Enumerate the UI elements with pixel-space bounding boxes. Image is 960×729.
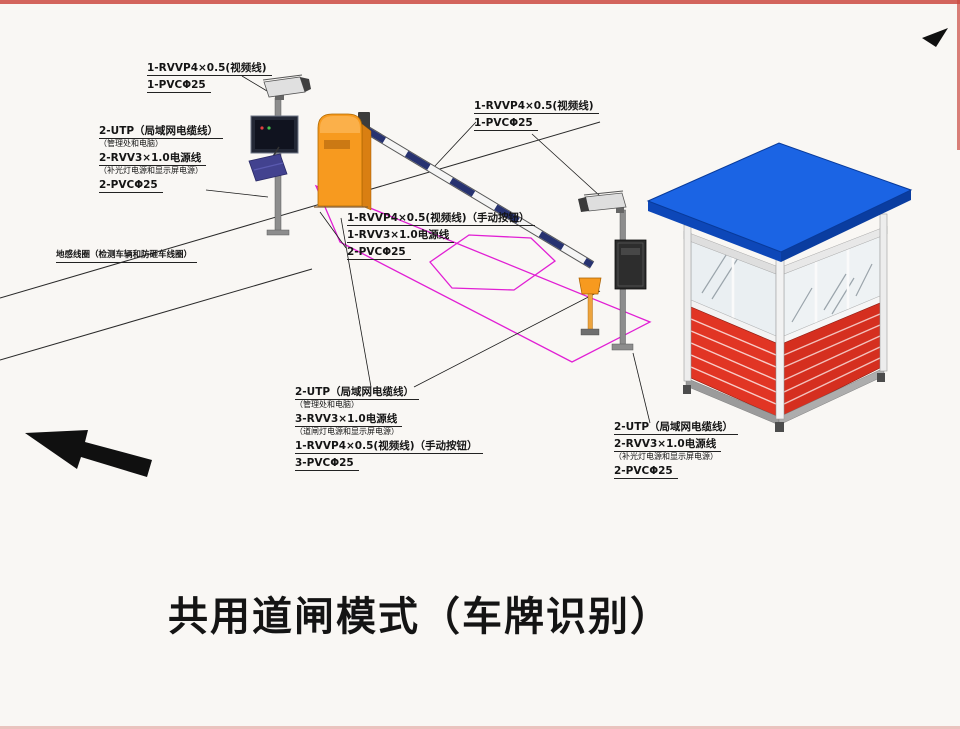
road-line-lower	[0, 268, 313, 361]
led-dot-red	[260, 126, 264, 130]
barrier-arm-stripes	[360, 124, 594, 268]
cable-label-line: 1-PVCΦ25	[147, 79, 211, 94]
leader-barrier	[319, 211, 347, 249]
glass-reflections	[701, 251, 873, 323]
label-pole1-cables: 2-UTP（局域网电缆线） （管理处和电脑） 2-RVV3×1.0电源线 （补光…	[99, 125, 224, 196]
cable-label-line: 1-RVVP4×0.5(视频线)（手动按钮）	[347, 212, 535, 227]
cable-label-note: （管理处和电脑）	[295, 400, 359, 410]
photo-edge-artifact-top	[0, 0, 960, 4]
photo-edge-artifact-bottom	[0, 726, 960, 729]
label-ground-loop: 地感线圈（检测车辆和防砸车线圈）	[56, 250, 198, 266]
cable-label-line: 2-RVV3×1.0电源线	[99, 152, 207, 166]
cable-label-line: 2-UTP（局域网电缆线）	[99, 125, 224, 140]
leader-arm	[433, 121, 477, 168]
roof-fascia-right	[781, 190, 911, 262]
guard-booth	[646, 142, 913, 432]
cable-label-note: （补光灯电源和显示屏电源）	[614, 452, 718, 462]
window-mullions	[731, 247, 850, 323]
control-box-slot	[621, 248, 640, 255]
roof-top	[646, 142, 913, 253]
floodlight-detail	[253, 162, 284, 171]
road-line-upper	[0, 121, 601, 299]
pole2-base	[611, 343, 634, 351]
booth-post-right	[879, 213, 888, 372]
leader-machine	[340, 217, 372, 388]
indicator-light-pole	[587, 293, 593, 331]
cable-label-line: 2-RVV3×1.0电源线	[614, 438, 722, 453]
cable-label-line: 2-PVCΦ25	[347, 246, 411, 261]
cable-label-note: （管理处和电脑）	[99, 139, 163, 149]
camera1-mount	[275, 94, 284, 100]
lane-area-outline	[314, 184, 652, 363]
diagram-title: 共用道闸模式（车牌识别）	[168, 594, 672, 640]
leader-controlbox	[413, 290, 601, 388]
led-dot-green	[267, 126, 271, 130]
cable-label-line: 1-RVVP4×0.5(视频线)	[147, 62, 272, 77]
cable-label-line: 3-PVCΦ25	[295, 457, 359, 471]
cable-label-line: 2-UTP（局域网电缆线）	[295, 386, 420, 401]
pole1-base	[266, 229, 290, 236]
cable-label-line: 1-RVVP4×0.5(视频线)（手动按钮）	[295, 440, 483, 454]
label-pole2-cables: 2-UTP（局域网电缆线） 2-RVV3×1.0电源线 （补光灯电源和显示屏电源…	[614, 421, 739, 482]
label-barrier-cables: 1-RVVP4×0.5(视频线)（手动按钮） 1-RVV3×1.0电源线 2-P…	[347, 212, 535, 263]
gate-body-side	[361, 123, 372, 211]
control-box-frame	[617, 242, 644, 287]
wall-stripes-right	[783, 313, 881, 405]
leader-pole1	[205, 189, 269, 198]
label-booth-to-barrier-cables: 2-UTP（局域网电缆线） （管理处和电脑） 3-RVV3×1.0电源线 （道闸…	[295, 386, 483, 474]
booth-foot	[877, 373, 885, 382]
gate-cap	[320, 116, 360, 133]
cable-label-line: 2-UTP（局域网电缆线）	[614, 421, 739, 436]
ground-loop-coil	[429, 234, 557, 291]
wall-stripes-left	[690, 318, 777, 405]
cable-label-line: 1-PVCΦ25	[474, 117, 538, 132]
gate-body	[317, 113, 363, 207]
camera2-mount	[616, 207, 624, 213]
photo-edge-artifact-right	[957, 0, 960, 150]
road-lines	[0, 121, 601, 361]
barrier-gate	[314, 112, 595, 269]
cable-label-line: 3-RVV3×1.0电源线	[295, 413, 403, 427]
camera1-shield	[262, 74, 303, 81]
camera-pole-2	[578, 190, 647, 351]
indicator-light-head	[578, 277, 602, 295]
camera2-shield	[583, 190, 624, 196]
indicator-light-base	[580, 328, 600, 336]
booth-foot	[775, 422, 784, 432]
booth-foot	[683, 385, 691, 394]
cable-label-note: （道闸灯电源和显示屏电源）	[295, 426, 399, 436]
booth-post-middle	[775, 257, 785, 420]
cable-label-line: 2-PVCΦ25	[614, 465, 678, 479]
cable-label-note: （补光灯电源和显示屏电源）	[99, 165, 203, 175]
floodlight-icon	[248, 153, 288, 182]
ground-loop-label: 地感线圈（检测车辆和防砸车线圈）	[56, 250, 198, 263]
booth-post-left	[683, 224, 692, 382]
cable-label-line: 1-RVV3×1.0电源线	[347, 229, 455, 244]
cable-label-line: 2-PVCΦ25	[99, 179, 163, 193]
label-camera2-cables: 1-RVVP4×0.5(视频线) 1-PVCΦ25	[474, 100, 599, 134]
leader-pole2	[632, 352, 651, 424]
camera2-lens	[578, 197, 589, 212]
label-camera1-cables: 1-RVVP4×0.5(视频线) 1-PVCΦ25	[147, 62, 272, 96]
led-display-screen	[255, 120, 294, 149]
control-box	[614, 239, 647, 290]
camera-pole-1	[248, 74, 311, 236]
leader-camera2	[531, 133, 601, 197]
leader-lines	[205, 75, 651, 424]
cable-label-line: 1-RVVP4×0.5(视频线)	[474, 100, 599, 115]
roof-fascia-left	[648, 201, 781, 262]
corner-arrow-icon	[922, 28, 948, 47]
camera1-lens	[300, 77, 311, 92]
gate-panel	[324, 140, 350, 149]
lane-marking	[314, 184, 652, 363]
direction-arrow-icon	[25, 430, 152, 477]
